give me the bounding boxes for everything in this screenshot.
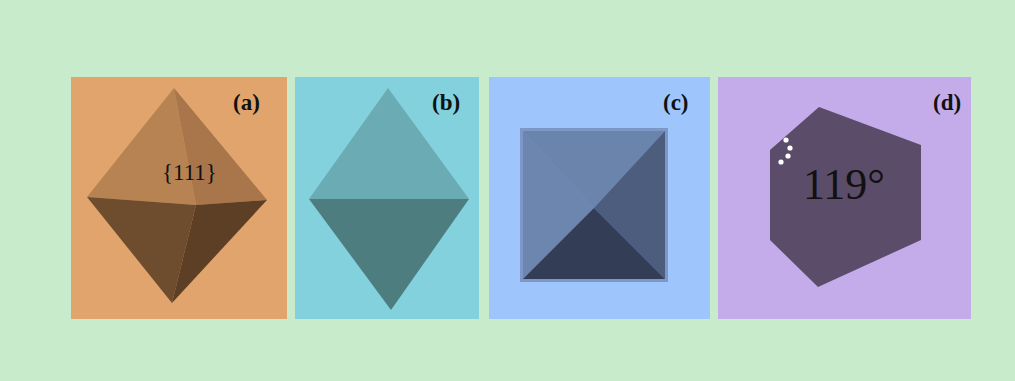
panel-d: (d) 119°: [718, 77, 971, 319]
panel-label: (b): [432, 91, 460, 114]
panel-c: (c): [489, 77, 710, 319]
panel-label: (a): [233, 91, 260, 114]
panel-label: (d): [933, 91, 961, 114]
panel-a: (a) {111}: [71, 77, 287, 319]
panel-b: (b): [295, 77, 479, 319]
face-index: {111}: [162, 161, 217, 184]
panel-label: (c): [663, 91, 689, 114]
angle-label: 119°: [803, 163, 885, 207]
hexagon-crystal: 119°: [770, 107, 922, 288]
